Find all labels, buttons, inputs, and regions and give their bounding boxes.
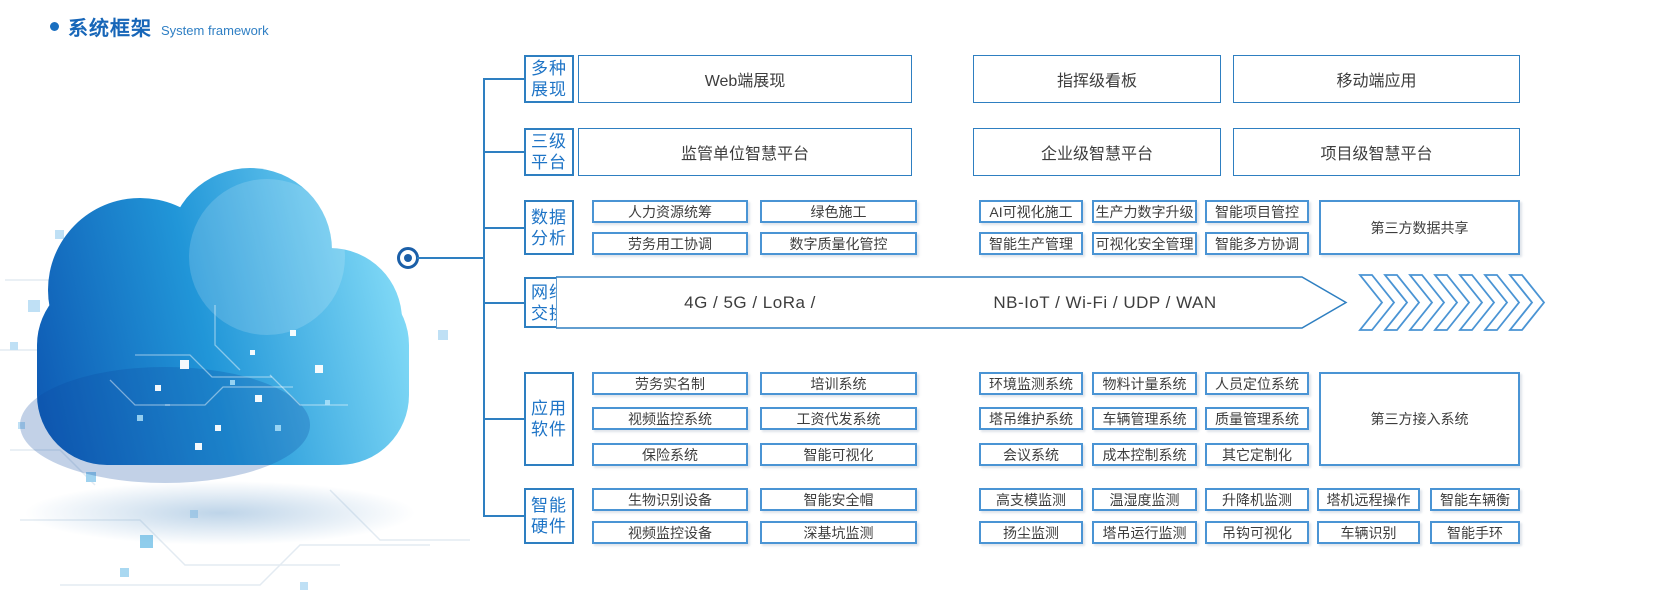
framework-box: 生产力数字升级	[1092, 200, 1197, 223]
branch-line	[483, 418, 524, 420]
framework-box: 塔机远程操作	[1317, 488, 1420, 511]
framework-box: 升降机监测	[1205, 488, 1309, 511]
category-label: 三级平台	[524, 128, 574, 176]
page-title: 系统框架 System framework	[50, 12, 269, 41]
category-label: 应用软件	[524, 372, 574, 466]
framework-box: 数字质量化管控	[760, 232, 917, 255]
branch-line	[483, 302, 524, 304]
framework-box: 监管单位智慧平台	[578, 128, 912, 176]
framework-box: 环境监测系统	[979, 372, 1083, 395]
framework-box: 视频监控设备	[592, 521, 748, 544]
bullet-icon	[50, 22, 59, 31]
framework-box: Web端展现	[578, 55, 912, 103]
cloud-illustration	[20, 168, 415, 545]
framework-box: AI可视化施工	[979, 200, 1083, 223]
framework-box: 指挥级看板	[973, 55, 1221, 103]
framework-tall-box: 第三方接入系统	[1319, 372, 1520, 466]
framework-box: 车辆管理系统	[1092, 407, 1197, 430]
branch-line	[483, 515, 524, 517]
cloud-node-icon	[397, 247, 419, 269]
framework-box: 生物识别设备	[592, 488, 748, 511]
trunk-line	[483, 78, 485, 516]
framework-box: 温湿度监测	[1092, 488, 1197, 511]
framework-box: 智能车辆衡	[1430, 488, 1520, 511]
framework-box: 智能可视化	[760, 443, 917, 466]
title-en: System framework	[161, 23, 269, 38]
branch-line	[483, 78, 524, 80]
framework-box: 可视化安全管理	[1092, 232, 1197, 255]
framework-box: 智能多方协调	[1205, 232, 1309, 255]
framework-box: 智能安全帽	[760, 488, 917, 511]
framework-box: 塔吊运行监测	[1092, 521, 1197, 544]
network-protocols-right: NB-IoT / Wi-Fi / UDP / WAN	[993, 293, 1217, 312]
framework-box: 人员定位系统	[1205, 372, 1309, 395]
framework-box: 企业级智慧平台	[973, 128, 1221, 176]
branch-line	[483, 151, 524, 153]
framework-box: 视频监控系统	[592, 407, 748, 430]
framework-box: 车辆识别	[1317, 521, 1420, 544]
branch-line	[483, 227, 524, 229]
framework-box: 成本控制系统	[1092, 443, 1197, 466]
framework-box: 高支模监测	[979, 488, 1083, 511]
framework-box: 塔吊维护系统	[979, 407, 1083, 430]
framework-box: 保险系统	[592, 443, 748, 466]
framework-box: 智能手环	[1430, 521, 1520, 544]
framework-box: 其它定制化	[1205, 443, 1309, 466]
framework-box: 智能生产管理	[979, 232, 1083, 255]
framework-box: 劳务用工协调	[592, 232, 748, 255]
hub-connector-line	[417, 257, 483, 259]
framework-box: 工资代发系统	[760, 407, 917, 430]
framework-box: 扬尘监测	[979, 521, 1083, 544]
framework-tall-box: 第三方数据共享	[1319, 200, 1520, 255]
framework-box: 项目级智慧平台	[1233, 128, 1520, 176]
framework-box: 人力资源统筹	[592, 200, 748, 223]
framework-box: 培训系统	[760, 372, 917, 395]
flow-chevrons-icon	[1358, 274, 1546, 331]
category-label: 智能硬件	[524, 488, 574, 544]
framework-box: 劳务实名制	[592, 372, 748, 395]
framework-box: 会议系统	[979, 443, 1083, 466]
title-zh: 系统框架	[68, 18, 152, 40]
category-label: 数据分析	[524, 200, 574, 255]
framework-box: 吊钩可视化	[1205, 521, 1309, 544]
framework-box: 绿色施工	[760, 200, 917, 223]
network-protocols-left: 4G / 5G / LoRa /	[684, 293, 816, 312]
framework-box: 移动端应用	[1233, 55, 1520, 103]
framework-box: 物料计量系统	[1092, 372, 1197, 395]
framework-box: 智能项目管控	[1205, 200, 1309, 223]
framework-box: 深基坑监测	[760, 521, 917, 544]
framework-box: 质量管理系统	[1205, 407, 1309, 430]
category-label: 多种展现	[524, 55, 574, 103]
network-band-and-chevrons	[556, 274, 1546, 331]
